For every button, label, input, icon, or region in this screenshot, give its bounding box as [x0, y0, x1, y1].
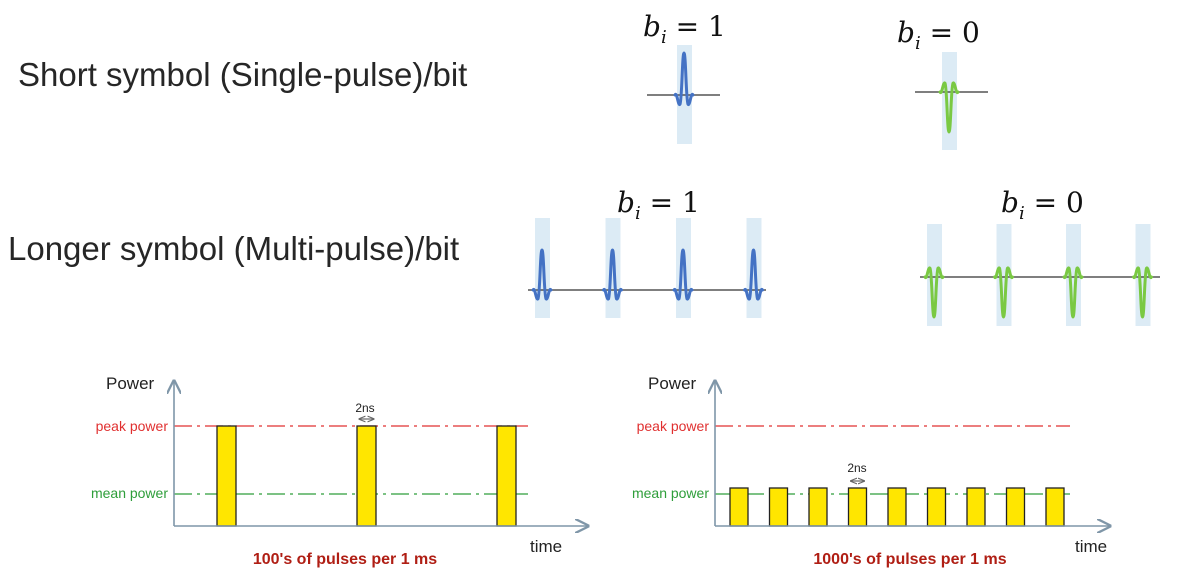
- pulse-slot-band: [996, 224, 1012, 326]
- peak-power-label: peak power: [637, 418, 710, 434]
- pulse-bit-one: [602, 248, 623, 301]
- power-pulse-bar: [768, 487, 789, 527]
- pulse-slot-band: [1135, 224, 1151, 326]
- pulse-width-label: 2ns: [355, 401, 374, 415]
- mean-power-label: mean power: [632, 485, 709, 501]
- power-pulse-bar: [808, 487, 828, 527]
- long-bit-one-label: bi = 1: [617, 186, 700, 224]
- long-symbol-pulses: [528, 218, 1160, 326]
- power-pulse-bar: [1005, 487, 1026, 527]
- power-chart-low-rate: Power time peak power mean power 2ns 100…: [91, 374, 588, 568]
- power-chart-high-rate: Power time peak power mean power 2ns 100…: [632, 374, 1110, 568]
- short-bit-zero-label: bi = 0: [897, 16, 980, 54]
- time-axis-label: time: [1075, 537, 1107, 556]
- pulse-bit-zero: [993, 266, 1014, 319]
- power-pulse-bar: [216, 425, 237, 527]
- pulse-bit-zero: [938, 81, 960, 134]
- power-chart-marks: [715, 381, 1110, 526]
- power-pulse-bar: [847, 487, 868, 527]
- time-axis-label: time: [530, 537, 562, 556]
- long-symbol-label: Longer symbol (Multi-pulse)/bit: [8, 230, 459, 267]
- power-pulse-bar: [1045, 487, 1065, 527]
- pulse-bit-zero: [1132, 266, 1153, 319]
- pulse-rate-caption: 100's of pulses per 1 ms: [253, 551, 437, 568]
- pulse-slot-band: [927, 224, 942, 326]
- peak-power-label: peak power: [96, 418, 169, 434]
- power-chart-marks: [174, 381, 588, 526]
- power-axis-label: Power: [648, 374, 697, 393]
- mean-power-label: mean power: [91, 485, 168, 501]
- pulse-bit-one: [673, 51, 695, 106]
- pulse-slot-band: [1066, 224, 1081, 326]
- power-pulse-bar: [356, 425, 377, 527]
- pulse-bit-one: [672, 248, 694, 301]
- pulse-width-label: 2ns: [847, 461, 866, 475]
- short-symbol-label: Short symbol (Single-pulse)/bit: [18, 56, 467, 93]
- pulse-rate-caption: 1000's of pulses per 1 ms: [813, 551, 1006, 568]
- power-axis-label: Power: [106, 374, 155, 393]
- pulse-slot-band: [942, 52, 957, 150]
- short-symbol-pulses: [647, 45, 988, 150]
- long-bit-zero-label: bi = 0: [1001, 186, 1084, 224]
- short-bit-one-label: bi = 1: [643, 10, 726, 48]
- power-pulse-bar: [496, 425, 517, 527]
- pulse-bit-zero: [923, 266, 945, 319]
- pulse-bit-one: [743, 248, 764, 301]
- power-pulse-bar: [966, 487, 986, 527]
- power-pulse-bar: [729, 487, 749, 527]
- power-pulse-bar: [887, 487, 907, 527]
- pulse-bit-zero: [1062, 266, 1084, 319]
- power-pulse-bar: [926, 487, 947, 527]
- pulse-bit-one: [531, 248, 553, 301]
